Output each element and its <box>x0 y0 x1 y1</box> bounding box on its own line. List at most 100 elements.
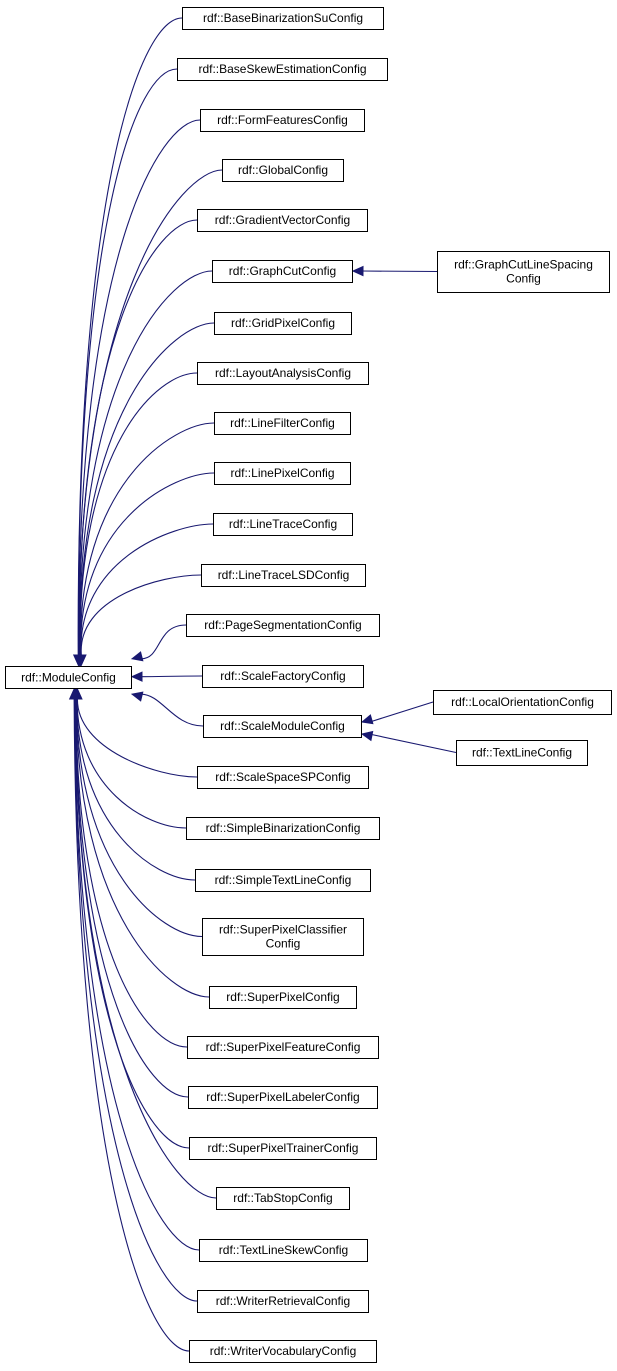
edge-line-filter-config-to-module-config-line <box>79 422 215 657</box>
node-gradient-vector-config-label: rdf::GradientVectorConfig <box>215 213 350 227</box>
node-super-pixel-config-box <box>209 986 357 1009</box>
node-text-line-config-box <box>456 740 588 766</box>
node-simple-binarization-config[interactable]: rdf::SimpleBinarizationConfig <box>186 817 380 840</box>
node-line-pixel-config-label: rdf::LinePixelConfig <box>230 466 334 480</box>
node-tab-stop-config[interactable]: rdf::TabStopConfig <box>216 1187 350 1210</box>
edge-tab-stop-config-to-module-config-line <box>74 697 217 1199</box>
edge-scale-module-config-to-module-config-line <box>140 693 204 727</box>
node-text-line-config[interactable]: rdf::TextLineConfig <box>456 740 588 766</box>
node-gradient-vector-config[interactable]: rdf::GradientVectorConfig <box>197 209 368 232</box>
edge-base-binarization-su-config-to-module-config-line <box>77 17 183 657</box>
edge-local-orientation-config-to-scale-module-config-arrowhead <box>360 714 374 725</box>
node-scale-module-config-label: rdf::ScaleModuleConfig <box>220 719 345 733</box>
edge-line-trace-lsd-config-to-module-config-arrowhead <box>76 654 87 667</box>
node-simple-binarization-config-box <box>186 817 380 840</box>
node-line-trace-config-box <box>213 513 353 536</box>
edge-line-trace-lsd-config-to-module-config <box>76 574 202 667</box>
node-scale-module-config[interactable]: rdf::ScaleModuleConfig <box>203 715 362 738</box>
node-line-trace-lsd-config-box <box>201 564 366 587</box>
node-text-line-skew-config-box <box>199 1239 368 1262</box>
edge-line-trace-config-to-module-config-line <box>80 523 214 657</box>
node-simple-text-line-config-label: rdf::SimpleTextLineConfig <box>215 873 352 887</box>
node-gradient-vector-config-box <box>197 209 368 232</box>
node-super-pixel-config-label: rdf::SuperPixelConfig <box>226 990 339 1004</box>
node-base-skew-estimation-config-box <box>177 58 388 81</box>
node-scale-space-sp-config-box <box>197 766 369 789</box>
node-super-pixel-config[interactable]: rdf::SuperPixelConfig <box>209 986 357 1009</box>
edge-base-skew-estimation-config-to-module-config-line <box>77 68 178 657</box>
edge-scale-factory-config-to-module-config-line <box>140 675 203 678</box>
node-super-pixel-labeler-config-label: rdf::SuperPixelLabelerConfig <box>206 1090 359 1104</box>
node-base-skew-estimation-config[interactable]: rdf::BaseSkewEstimationConfig <box>177 58 388 81</box>
node-line-trace-config[interactable]: rdf::LineTraceConfig <box>213 513 353 536</box>
edge-page-segmentation-config-to-module-config <box>130 624 187 662</box>
node-graph-cut-config-box <box>212 260 353 283</box>
node-local-orientation-config-label: rdf::LocalOrientationConfig <box>451 695 594 709</box>
edge-writer-vocabulary-config-to-module-config-arrowhead <box>68 687 80 700</box>
node-global-config-label: rdf::GlobalConfig <box>238 163 328 177</box>
node-local-orientation-config-box <box>433 690 612 715</box>
node-form-features-config[interactable]: rdf::FormFeaturesConfig <box>200 109 365 132</box>
node-line-trace-lsd-config[interactable]: rdf::LineTraceLSDConfig <box>201 564 366 587</box>
node-page-segmentation-config-label: rdf::PageSegmentationConfig <box>204 618 361 632</box>
node-scale-space-sp-config[interactable]: rdf::ScaleSpaceSPConfig <box>197 766 369 789</box>
node-module-config[interactable]: rdf::ModuleConfig <box>5 666 132 689</box>
node-layout-analysis-config[interactable]: rdf::LayoutAnalysisConfig <box>197 362 369 385</box>
node-line-filter-config-box <box>214 412 351 435</box>
node-page-segmentation-config[interactable]: rdf::PageSegmentationConfig <box>186 614 380 637</box>
edge-page-segmentation-config-to-module-config-arrowhead <box>130 651 144 662</box>
node-tab-stop-config-box <box>216 1187 350 1210</box>
node-text-line-skew-config[interactable]: rdf::TextLineSkewConfig <box>199 1239 368 1262</box>
node-graph-cut-config[interactable]: rdf::GraphCutConfig <box>212 260 353 283</box>
node-super-pixel-feature-config-box <box>187 1036 379 1059</box>
edge-form-features-config-to-module-config <box>73 119 201 667</box>
node-super-pixel-classifier-config-label: rdf::SuperPixelClassifier <box>219 923 347 937</box>
node-scale-factory-config-box <box>202 665 364 688</box>
node-super-pixel-feature-config[interactable]: rdf::SuperPixelFeatureConfig <box>187 1036 379 1059</box>
edge-local-orientation-config-to-scale-module-config-line <box>370 701 434 723</box>
node-super-pixel-classifier-config-label: Config <box>266 937 301 951</box>
node-global-config[interactable]: rdf::GlobalConfig <box>222 159 344 182</box>
node-local-orientation-config[interactable]: rdf::LocalOrientationConfig <box>433 690 612 715</box>
node-scale-module-config-box <box>203 715 362 738</box>
edge-super-pixel-config-to-module-config-line <box>75 697 210 998</box>
edge-text-line-config-to-scale-module-config <box>360 730 457 754</box>
node-grid-pixel-config-box <box>214 312 352 335</box>
node-scale-factory-config[interactable]: rdf::ScaleFactoryConfig <box>202 665 364 688</box>
node-layout-analysis-config-label: rdf::LayoutAnalysisConfig <box>215 366 351 380</box>
node-super-pixel-trainer-config-label: rdf::SuperPixelTrainerConfig <box>208 1141 359 1155</box>
node-base-skew-estimation-config-label: rdf::BaseSkewEstimationConfig <box>198 62 366 76</box>
node-global-config-box <box>222 159 344 182</box>
node-simple-text-line-config[interactable]: rdf::SimpleTextLineConfig <box>195 869 371 892</box>
node-line-filter-config-label: rdf::LineFilterConfig <box>230 416 335 430</box>
node-simple-binarization-config-label: rdf::SimpleBinarizationConfig <box>206 821 361 835</box>
edge-writer-vocabulary-config-to-module-config <box>68 687 190 1352</box>
node-line-filter-config[interactable]: rdf::LineFilterConfig <box>214 412 351 435</box>
node-line-trace-config-label: rdf::LineTraceConfig <box>229 517 337 531</box>
node-writer-vocabulary-config[interactable]: rdf::WriterVocabularyConfig <box>189 1340 377 1363</box>
node-tab-stop-config-label: rdf::TabStopConfig <box>233 1191 332 1205</box>
edge-base-skew-estimation-config-to-module-config <box>73 68 178 667</box>
edge-line-pixel-config-to-module-config-line <box>80 472 215 657</box>
node-line-pixel-config-box <box>214 462 351 485</box>
edge-page-segmentation-config-to-module-config-line <box>140 624 187 660</box>
node-super-pixel-trainer-config[interactable]: rdf::SuperPixelTrainerConfig <box>189 1137 377 1160</box>
edge-layout-analysis-config-to-module-config-line <box>79 372 198 657</box>
edge-line-trace-lsd-config-to-module-config-line <box>80 574 202 657</box>
node-line-pixel-config[interactable]: rdf::LinePixelConfig <box>214 462 351 485</box>
node-super-pixel-trainer-config-box <box>189 1137 377 1160</box>
node-grid-pixel-config[interactable]: rdf::GridPixelConfig <box>214 312 352 335</box>
node-writer-retrieval-config[interactable]: rdf::WriterRetrievalConfig <box>197 1290 369 1313</box>
node-simple-text-line-config-box <box>195 869 371 892</box>
node-module-config-box <box>5 666 132 689</box>
node-base-binarization-su-config[interactable]: rdf::BaseBinarizationSuConfig <box>182 7 384 30</box>
node-form-features-config-box <box>200 109 365 132</box>
node-writer-vocabulary-config-label: rdf::WriterVocabularyConfig <box>210 1344 357 1358</box>
node-graph-cut-line-spacing-config-label: rdf::GraphCutLineSpacing <box>454 258 593 272</box>
node-text-line-skew-config-label: rdf::TextLineSkewConfig <box>219 1243 348 1257</box>
edge-layout-analysis-config-to-module-config <box>74 372 198 667</box>
edge-simple-text-line-config-to-module-config-line <box>76 697 196 881</box>
node-super-pixel-labeler-config[interactable]: rdf::SuperPixelLabelerConfig <box>188 1086 378 1109</box>
